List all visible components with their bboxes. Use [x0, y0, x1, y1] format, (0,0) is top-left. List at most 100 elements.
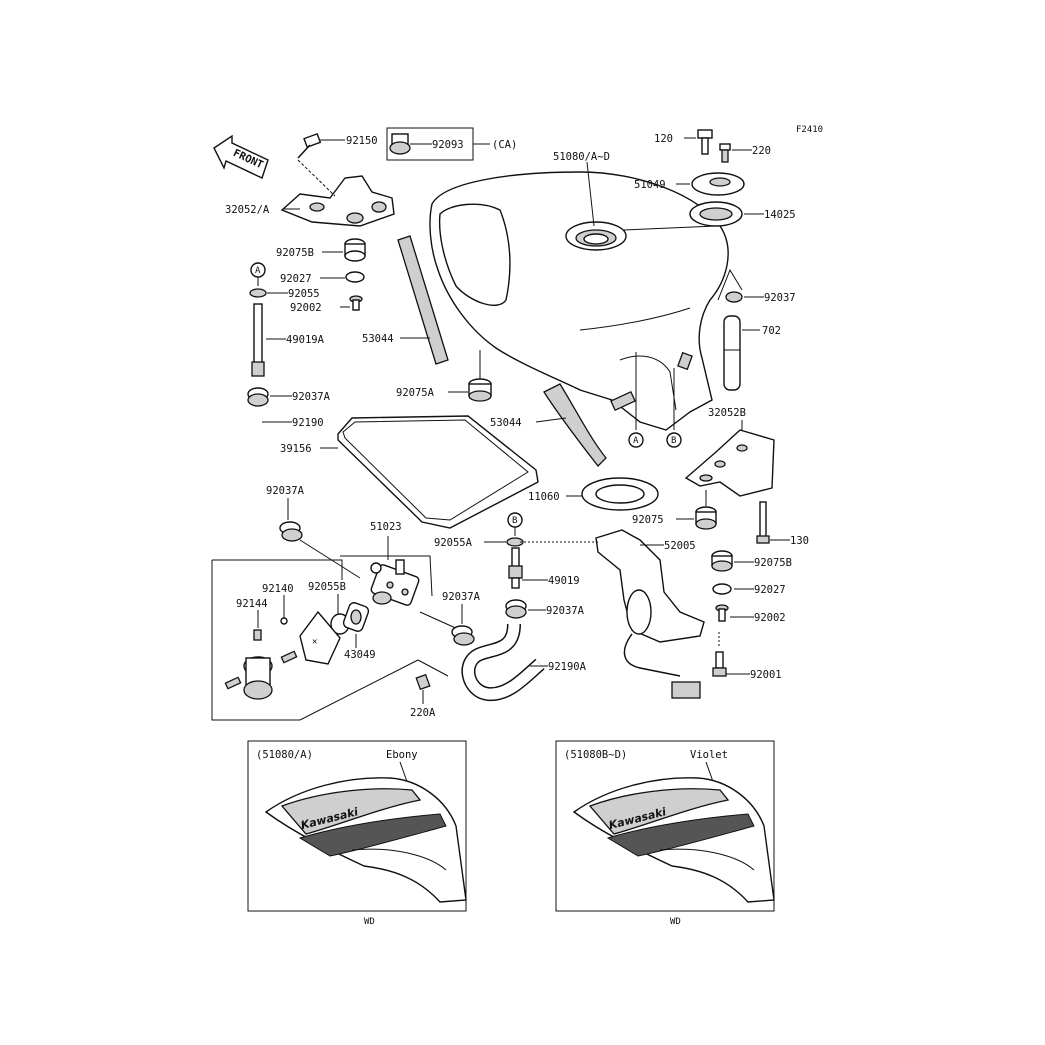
callout-14025: 14025 — [764, 209, 796, 221]
callout-43049: 43049 — [344, 649, 376, 661]
callout-49019a: 49019A — [286, 334, 325, 346]
svg-text:B: B — [671, 436, 676, 446]
cap-51049[interactable] — [691, 172, 745, 196]
variant-panel-violet: (51080B~D) Violet Kawasaki WD — [555, 740, 775, 927]
callout-92027-right: 92027 — [754, 584, 786, 596]
rubber-strip-53044-left[interactable] — [397, 235, 449, 365]
variant-footer: WD — [364, 917, 375, 927]
callout-92055a: 92055A — [434, 537, 473, 549]
variant-panel-ebony: (51080/A) Ebony Kawasaki WD — [247, 740, 467, 927]
callout-92002-right: 92002 — [754, 612, 786, 624]
bolt-130[interactable] — [756, 501, 770, 544]
nut-92093[interactable] — [389, 133, 411, 155]
callout-51049: 51049 — [634, 179, 666, 191]
screw-petcock-a[interactable] — [280, 650, 298, 664]
tank-decal-illustration: Kawasaki — [264, 777, 467, 903]
tank-decal-illustration: Kawasaki — [572, 777, 775, 903]
callout-92037a-4: 92037A — [546, 605, 585, 617]
callout-ca: (CA) — [492, 139, 517, 151]
gasket-11060[interactable] — [581, 477, 659, 511]
clamp-92037a-2[interactable] — [279, 521, 303, 542]
callout-92190a: 92190A — [548, 661, 587, 673]
callout-11060: 11060 — [528, 491, 560, 503]
callout-32052-a: 32052/A — [225, 204, 270, 216]
callout-92075b-right: 92075B — [754, 557, 792, 569]
callout-702: 702 — [762, 325, 781, 337]
collar-92027-right[interactable] — [712, 583, 732, 595]
fuel-hose-92190a[interactable] — [461, 623, 545, 702]
variant-code: (51080B~D) — [564, 749, 627, 761]
svg-text:B: B — [512, 516, 517, 526]
screw-petcock-b[interactable] — [224, 676, 242, 690]
callout-92055b: 92055B — [308, 581, 346, 593]
clamp-92037[interactable] — [725, 291, 743, 303]
callout-120: 120 — [654, 133, 673, 145]
bolt-120[interactable] — [697, 129, 713, 155]
callout-130: 130 — [790, 535, 809, 547]
callout-92037a-2: 92037A — [266, 485, 305, 497]
callout-92027-left: 92027 — [280, 273, 312, 285]
fuel-tank-51080[interactable] — [429, 171, 729, 431]
tank-bracket-32052[interactable] — [280, 175, 395, 227]
grommet-92075b-right[interactable] — [711, 550, 733, 572]
grommet-92075a[interactable] — [468, 378, 492, 402]
callout-220: 220 — [752, 145, 771, 157]
washer-92055[interactable] — [249, 288, 267, 298]
bolt-92001[interactable] — [712, 651, 727, 677]
variant-color: Ebony — [386, 749, 418, 761]
breather-pipe-49019a[interactable] — [251, 303, 265, 377]
gasket-14025[interactable] — [689, 201, 743, 227]
bolt-92150[interactable] — [297, 132, 322, 159]
callout-92150: 92150 — [346, 135, 378, 147]
callout-220a: 220A — [410, 707, 436, 719]
marker-a-tank: A — [628, 352, 644, 448]
clamp-92037a-3[interactable] — [451, 625, 475, 646]
bracket-32052b[interactable] — [684, 429, 775, 497]
collar-92027-left[interactable] — [345, 271, 365, 283]
callout-92093: 92093 — [432, 139, 464, 151]
diagram-code: F2410 — [796, 125, 823, 135]
screw-220[interactable] — [719, 143, 731, 163]
callout-92037a-1: 92037A — [292, 391, 331, 403]
spring-92144[interactable] — [253, 629, 262, 641]
callout-92075a: 92075A — [396, 387, 435, 399]
callout-92144: 92144 — [236, 598, 268, 610]
bolt-92002-right[interactable] — [715, 604, 729, 622]
bolt-92002-left[interactable] — [349, 295, 363, 311]
clamp-92037a-1[interactable] — [247, 387, 269, 407]
callout-92055: 92055 — [288, 288, 320, 300]
callout-51023: 51023 — [370, 521, 402, 533]
callout-92190: 92190 — [292, 417, 324, 429]
callout-92002-left: 92002 — [290, 302, 322, 314]
marker-b-tank: B — [666, 368, 682, 448]
callout-51080: 51080/A~D — [553, 151, 610, 163]
fuel-petcock-51023[interactable] — [370, 559, 420, 606]
fuel-hose-92190[interactable] — [209, 410, 273, 543]
variant-footer: WD — [670, 917, 681, 927]
washer-92055a[interactable] — [506, 537, 524, 547]
marker-a-left: A — [250, 262, 266, 286]
pad-39156[interactable] — [337, 415, 539, 529]
hose-702[interactable] — [723, 315, 741, 391]
clamp-92037a-4[interactable] — [505, 599, 527, 619]
callout-92001: 92001 — [750, 669, 782, 681]
callout-49019: 49019 — [548, 575, 580, 587]
grommet-92075[interactable] — [695, 506, 717, 530]
variant-color: Violet — [690, 749, 728, 761]
rubber-strip-53044-right[interactable] — [543, 383, 607, 467]
callout-39156: 39156 — [280, 443, 312, 455]
callout-92075b-left: 92075B — [276, 247, 314, 259]
callout-52005: 52005 — [664, 540, 696, 552]
screw-220a[interactable] — [415, 673, 431, 691]
petcock-diaphragm[interactable]: ✕ — [299, 610, 341, 665]
svg-text:✕: ✕ — [312, 637, 317, 647]
fitting-49019[interactable] — [508, 547, 523, 589]
callout-53044-right: 53044 — [490, 417, 522, 429]
gasket-43049[interactable] — [342, 601, 370, 632]
fuel-pump-52005[interactable] — [595, 529, 705, 699]
petcock-lever[interactable] — [243, 656, 273, 700]
oring-92140[interactable] — [280, 617, 288, 625]
grommet-92075b-left[interactable] — [344, 238, 366, 262]
callout-92037a-3: 92037A — [442, 591, 481, 603]
